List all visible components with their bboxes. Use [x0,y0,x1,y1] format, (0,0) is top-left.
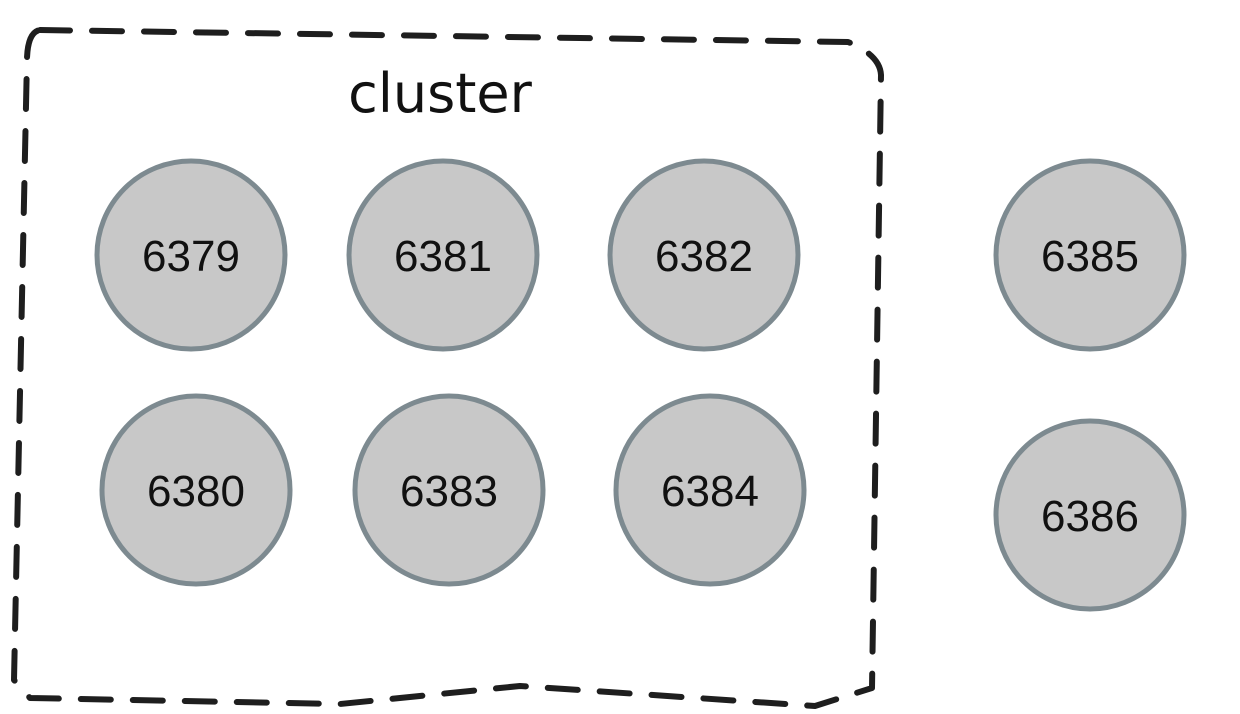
node-6382: 6382 [607,158,801,352]
node-6386: 6386 [993,418,1187,612]
node-6381-circle [346,158,540,352]
node-6382-circle [607,158,801,352]
node-6379-label: 6379 [142,232,240,281]
cluster-boundary [11,27,884,709]
node-6380-label: 6380 [147,467,245,516]
node-6384: 6384 [613,393,807,587]
cluster-group: cluster [11,27,884,709]
node-6384-label: 6384 [661,467,759,516]
node-6381: 6381 [346,158,540,352]
node-6379: 6379 [94,158,288,352]
node-6385: 6385 [993,158,1187,352]
node-6385-label: 6385 [1041,232,1139,281]
node-6379-circle [94,158,288,352]
node-6380-circle [99,393,293,587]
node-6384-circle [613,393,807,587]
node-6382-label: 6382 [655,232,753,281]
node-6380: 6380 [99,393,293,587]
cluster-label: cluster [348,62,532,125]
node-6386-circle [993,418,1187,612]
node-6385-circle [993,158,1187,352]
node-6383: 6383 [352,393,546,587]
node-6381-label: 6381 [394,232,492,281]
node-6386-label: 6386 [1041,492,1139,541]
node-6383-circle [352,393,546,587]
node-6383-label: 6383 [400,467,498,516]
